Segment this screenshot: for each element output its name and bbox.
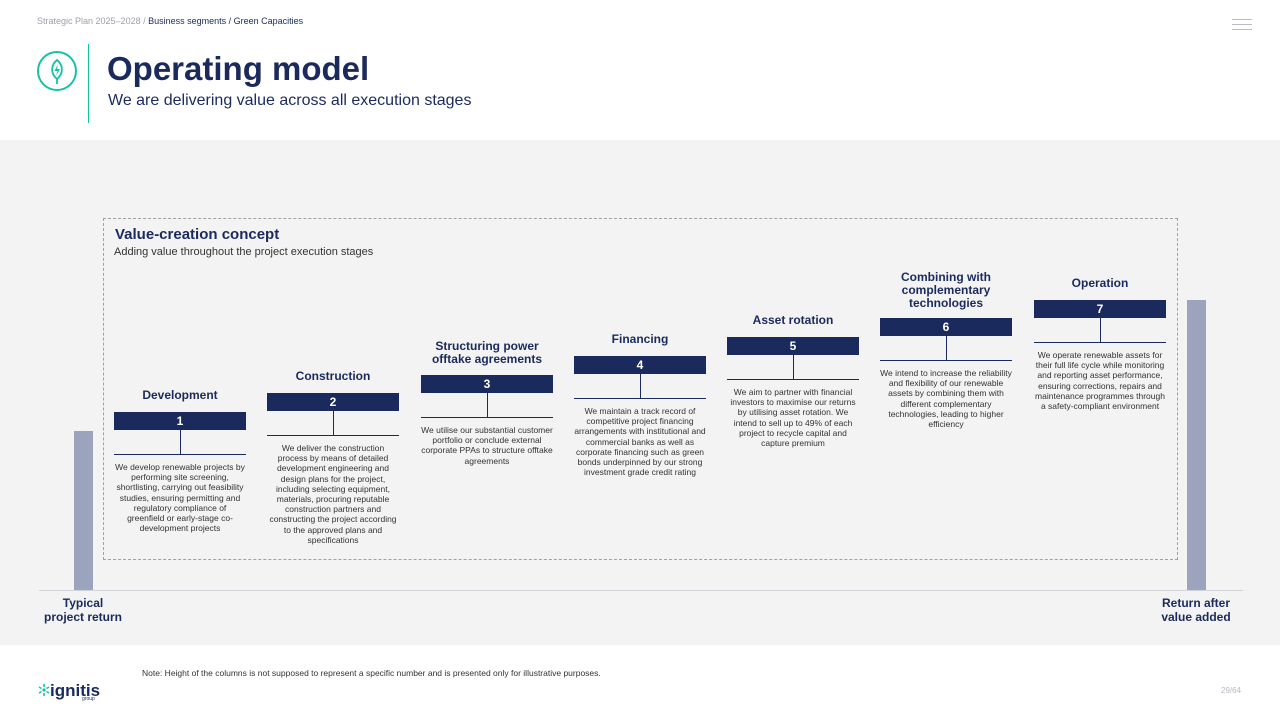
- stage-description-asset-rotation: We aim to partner with financial investo…: [730, 387, 856, 449]
- stage-number-3: 3: [421, 375, 553, 393]
- stage-connector-1: [180, 430, 181, 454]
- stage-number-2: 2: [267, 393, 399, 411]
- stage-baseline-1: [114, 454, 246, 455]
- ignitis-logo-icon: [38, 684, 50, 696]
- stage-title-operation: Operation: [1071, 276, 1129, 290]
- return-after-value-label: Return after value added: [1161, 596, 1231, 624]
- stage-title-development: Development: [142, 388, 218, 402]
- hamburger-menu-icon[interactable]: [1232, 19, 1252, 31]
- breadcrumb: Strategic Plan 2025–2028 / Business segm…: [37, 16, 303, 26]
- stage-number-7: 7: [1034, 300, 1166, 318]
- stage-description-financing: We maintain a track record of competitiv…: [574, 406, 706, 478]
- stage-description-complementary-tech: We intend to increase the reliability an…: [880, 368, 1012, 430]
- stage-connector-7: [1100, 318, 1101, 342]
- stage-baseline-3: [421, 417, 553, 418]
- brand-subtitle: group: [82, 696, 95, 702]
- stage-connector-6: [946, 336, 947, 360]
- page-number: 29/64: [1221, 686, 1242, 695]
- return-after-value-column: [1187, 300, 1206, 590]
- stage-description-construction: We deliver the construction process by m…: [269, 443, 397, 545]
- stage-title-financing: Financing: [611, 332, 669, 346]
- stage-title-complementary-tech: Combining with complementary technologie…: [901, 270, 991, 310]
- stage-title-asset-rotation: Asset rotation: [752, 313, 834, 327]
- leaf-bolt-icon: [37, 51, 77, 91]
- stage-title-structuring-ppa: Structuring power offtake agreements: [431, 339, 543, 366]
- brand-logo: ignitis: [38, 681, 100, 701]
- stage-connector-2: [333, 411, 334, 435]
- brand-name: ignitis: [50, 681, 101, 700]
- axis-line: [39, 590, 1243, 591]
- stage-connector-3: [487, 393, 488, 417]
- page-subtitle: We are delivering value across all execu…: [108, 92, 472, 109]
- stage-number-5: 5: [727, 337, 859, 355]
- typical-return-column: [74, 431, 93, 590]
- stage-number-4: 4: [574, 356, 706, 374]
- header-divider: [88, 44, 89, 123]
- stage-connector-4: [640, 374, 641, 398]
- stage-baseline-4: [574, 398, 706, 399]
- footnote: Note: Height of the columns is not suppo…: [142, 668, 601, 678]
- stage-description-development: We develop renewable projects by perform…: [115, 462, 245, 534]
- stage-baseline-2: [267, 435, 399, 436]
- stage-number-6: 6: [880, 318, 1012, 336]
- breadcrumb-active[interactable]: Business segments / Green Capacities: [148, 16, 304, 26]
- typical-return-label: Typical project return: [44, 596, 123, 624]
- breadcrumb-prefix: Strategic Plan 2025–2028 /: [37, 16, 146, 26]
- stage-baseline-7: [1034, 342, 1166, 343]
- stage-description-structuring-ppa: We utilise our substantial customer port…: [421, 425, 553, 466]
- page-title: Operating model: [107, 50, 370, 87]
- concept-title: Value-creation concept: [115, 226, 280, 243]
- concept-subtitle: Adding value throughout the project exec…: [114, 246, 374, 258]
- value-creation-frame: [103, 218, 1178, 560]
- stage-description-operation: We operate renewable assets for their fu…: [1035, 350, 1165, 412]
- stage-number-1: 1: [114, 412, 246, 430]
- stage-baseline-6: [880, 360, 1012, 361]
- stage-connector-5: [793, 355, 794, 379]
- stage-baseline-5: [727, 379, 859, 380]
- stage-title-construction: Construction: [295, 369, 371, 383]
